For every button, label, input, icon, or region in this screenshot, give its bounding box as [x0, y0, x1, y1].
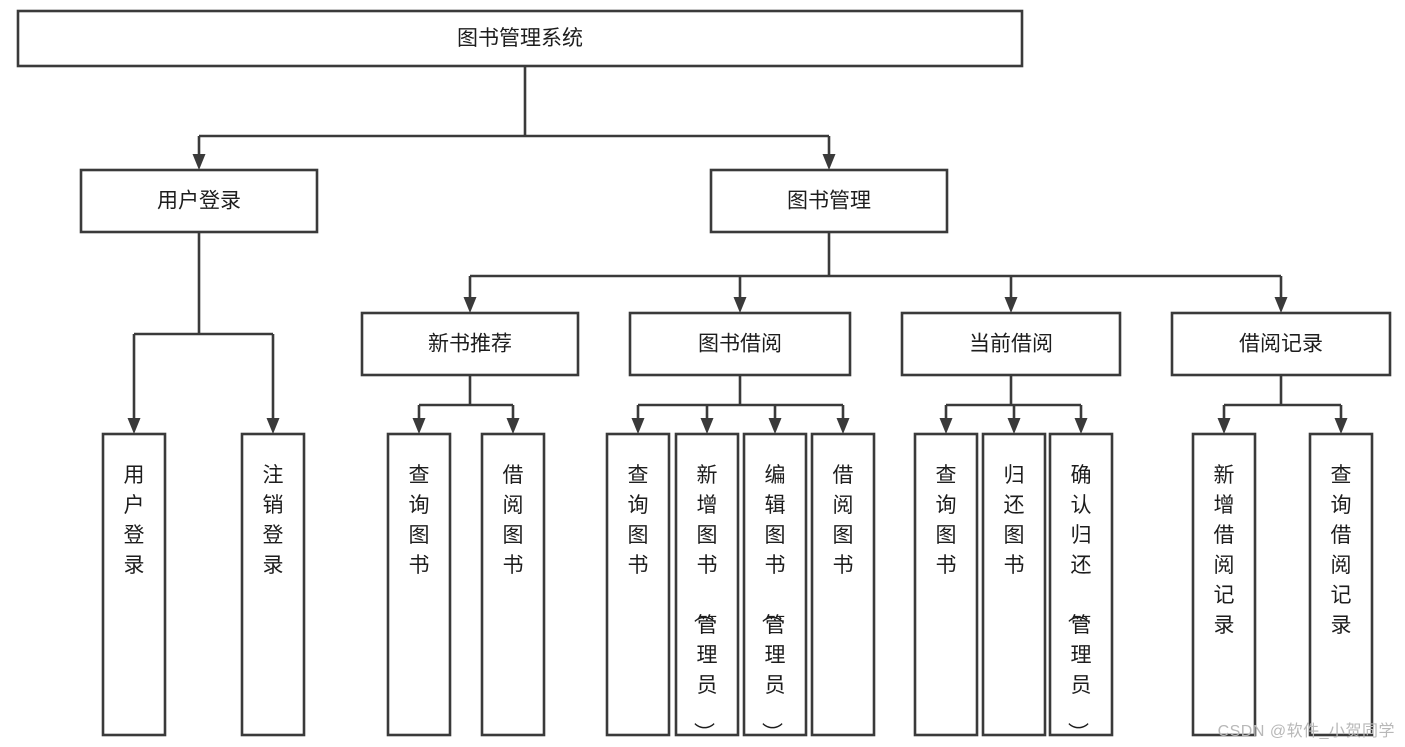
node-leaf-query-book-3[interactable]: 查询图书 — [913, 432, 979, 737]
node-label-book-manage: 图书管理 — [787, 190, 871, 213]
node-box-leaf-return-book — [981, 432, 1047, 737]
watermark: CSDN @软件_小贺同学 — [1217, 723, 1395, 740]
node-leaf-query-record[interactable]: 查询借阅记录 — [1308, 432, 1374, 737]
node-label-leaf-query-book-1: 查询图书 — [409, 464, 430, 577]
node-box-leaf-add-record — [1191, 432, 1257, 737]
node-label-root: 图书管理系统 — [457, 27, 583, 50]
node-leaf-query-book-2[interactable]: 查询图书 — [605, 432, 671, 737]
node-label-leaf-edit-book: 编辑图书（管理员） — [760, 464, 786, 743]
node-new-book-rec[interactable]: 新书推荐 — [360, 311, 580, 377]
node-box-book-manage — [709, 168, 949, 234]
node-box-leaf-borrow-book-1 — [480, 432, 546, 737]
node-box-leaf-confirm-return — [1048, 432, 1114, 737]
node-leaf-borrow-book-1[interactable]: 借阅图书 — [480, 432, 546, 737]
connector-layer — [127, 66, 1348, 434]
node-box-leaf-query-book-1 — [386, 432, 452, 737]
node-label-leaf-logout: 注销登录 — [263, 464, 284, 577]
node-box-leaf-user-login — [101, 432, 167, 737]
node-box-user-login — [79, 168, 319, 234]
node-borrow-record[interactable]: 借阅记录 — [1170, 311, 1392, 377]
node-leaf-confirm-return[interactable]: 确认归还（管理员） — [1048, 432, 1114, 743]
node-leaf-logout[interactable]: 注销登录 — [240, 432, 306, 737]
node-leaf-borrow-book-2[interactable]: 借阅图书 — [810, 432, 876, 737]
node-label-borrow-record: 借阅记录 — [1239, 333, 1323, 356]
node-label-leaf-borrow-book-1: 借阅图书 — [503, 464, 524, 577]
node-label-new-book-rec: 新书推荐 — [428, 333, 512, 356]
node-label-leaf-user-login: 用户登录 — [124, 464, 145, 577]
node-label-current-borrow: 当前借阅 — [969, 333, 1053, 356]
node-label-leaf-query-record: 查询借阅记录 — [1331, 464, 1352, 637]
node-label-book-borrow: 图书借阅 — [698, 333, 782, 356]
node-layer: 图书管理系统用户登录图书管理新书推荐图书借阅当前借阅借阅记录用户登录注销登录查询… — [16, 9, 1392, 743]
node-box-current-borrow — [900, 311, 1122, 377]
node-label-leaf-return-book: 归还图书 — [1004, 464, 1025, 577]
node-label-leaf-query-book-2: 查询图书 — [628, 464, 649, 577]
node-book-borrow[interactable]: 图书借阅 — [628, 311, 852, 377]
node-label-leaf-confirm-return: 确认归还（管理员） — [1066, 464, 1092, 743]
node-box-new-book-rec — [360, 311, 580, 377]
node-box-book-borrow — [628, 311, 852, 377]
node-box-leaf-query-record — [1308, 432, 1374, 737]
node-label-leaf-add-record: 新增借阅记录 — [1214, 464, 1235, 637]
node-label-leaf-borrow-book-2: 借阅图书 — [833, 464, 854, 577]
node-leaf-query-book-1[interactable]: 查询图书 — [386, 432, 452, 737]
node-label-leaf-add-book: 新增图书（管理员） — [692, 464, 718, 743]
node-box-leaf-query-book-3 — [913, 432, 979, 737]
node-user-login[interactable]: 用户登录 — [79, 168, 319, 234]
node-leaf-user-login[interactable]: 用户登录 — [101, 432, 167, 737]
node-box-leaf-logout — [240, 432, 306, 737]
node-box-root — [16, 9, 1024, 68]
node-box-leaf-borrow-book-2 — [810, 432, 876, 737]
node-box-leaf-query-book-2 — [605, 432, 671, 737]
node-label-leaf-query-book-3: 查询图书 — [936, 464, 957, 577]
node-leaf-return-book[interactable]: 归还图书 — [981, 432, 1047, 737]
node-leaf-add-record[interactable]: 新增借阅记录 — [1191, 432, 1257, 737]
node-root[interactable]: 图书管理系统 — [16, 9, 1024, 68]
node-box-borrow-record — [1170, 311, 1392, 377]
node-box-leaf-edit-book — [742, 432, 808, 737]
node-current-borrow[interactable]: 当前借阅 — [900, 311, 1122, 377]
node-box-leaf-add-book — [674, 432, 740, 737]
node-label-user-login: 用户登录 — [157, 190, 241, 213]
node-leaf-edit-book[interactable]: 编辑图书（管理员） — [742, 432, 808, 743]
node-book-manage[interactable]: 图书管理 — [709, 168, 949, 234]
node-leaf-add-book[interactable]: 新增图书（管理员） — [674, 432, 740, 743]
